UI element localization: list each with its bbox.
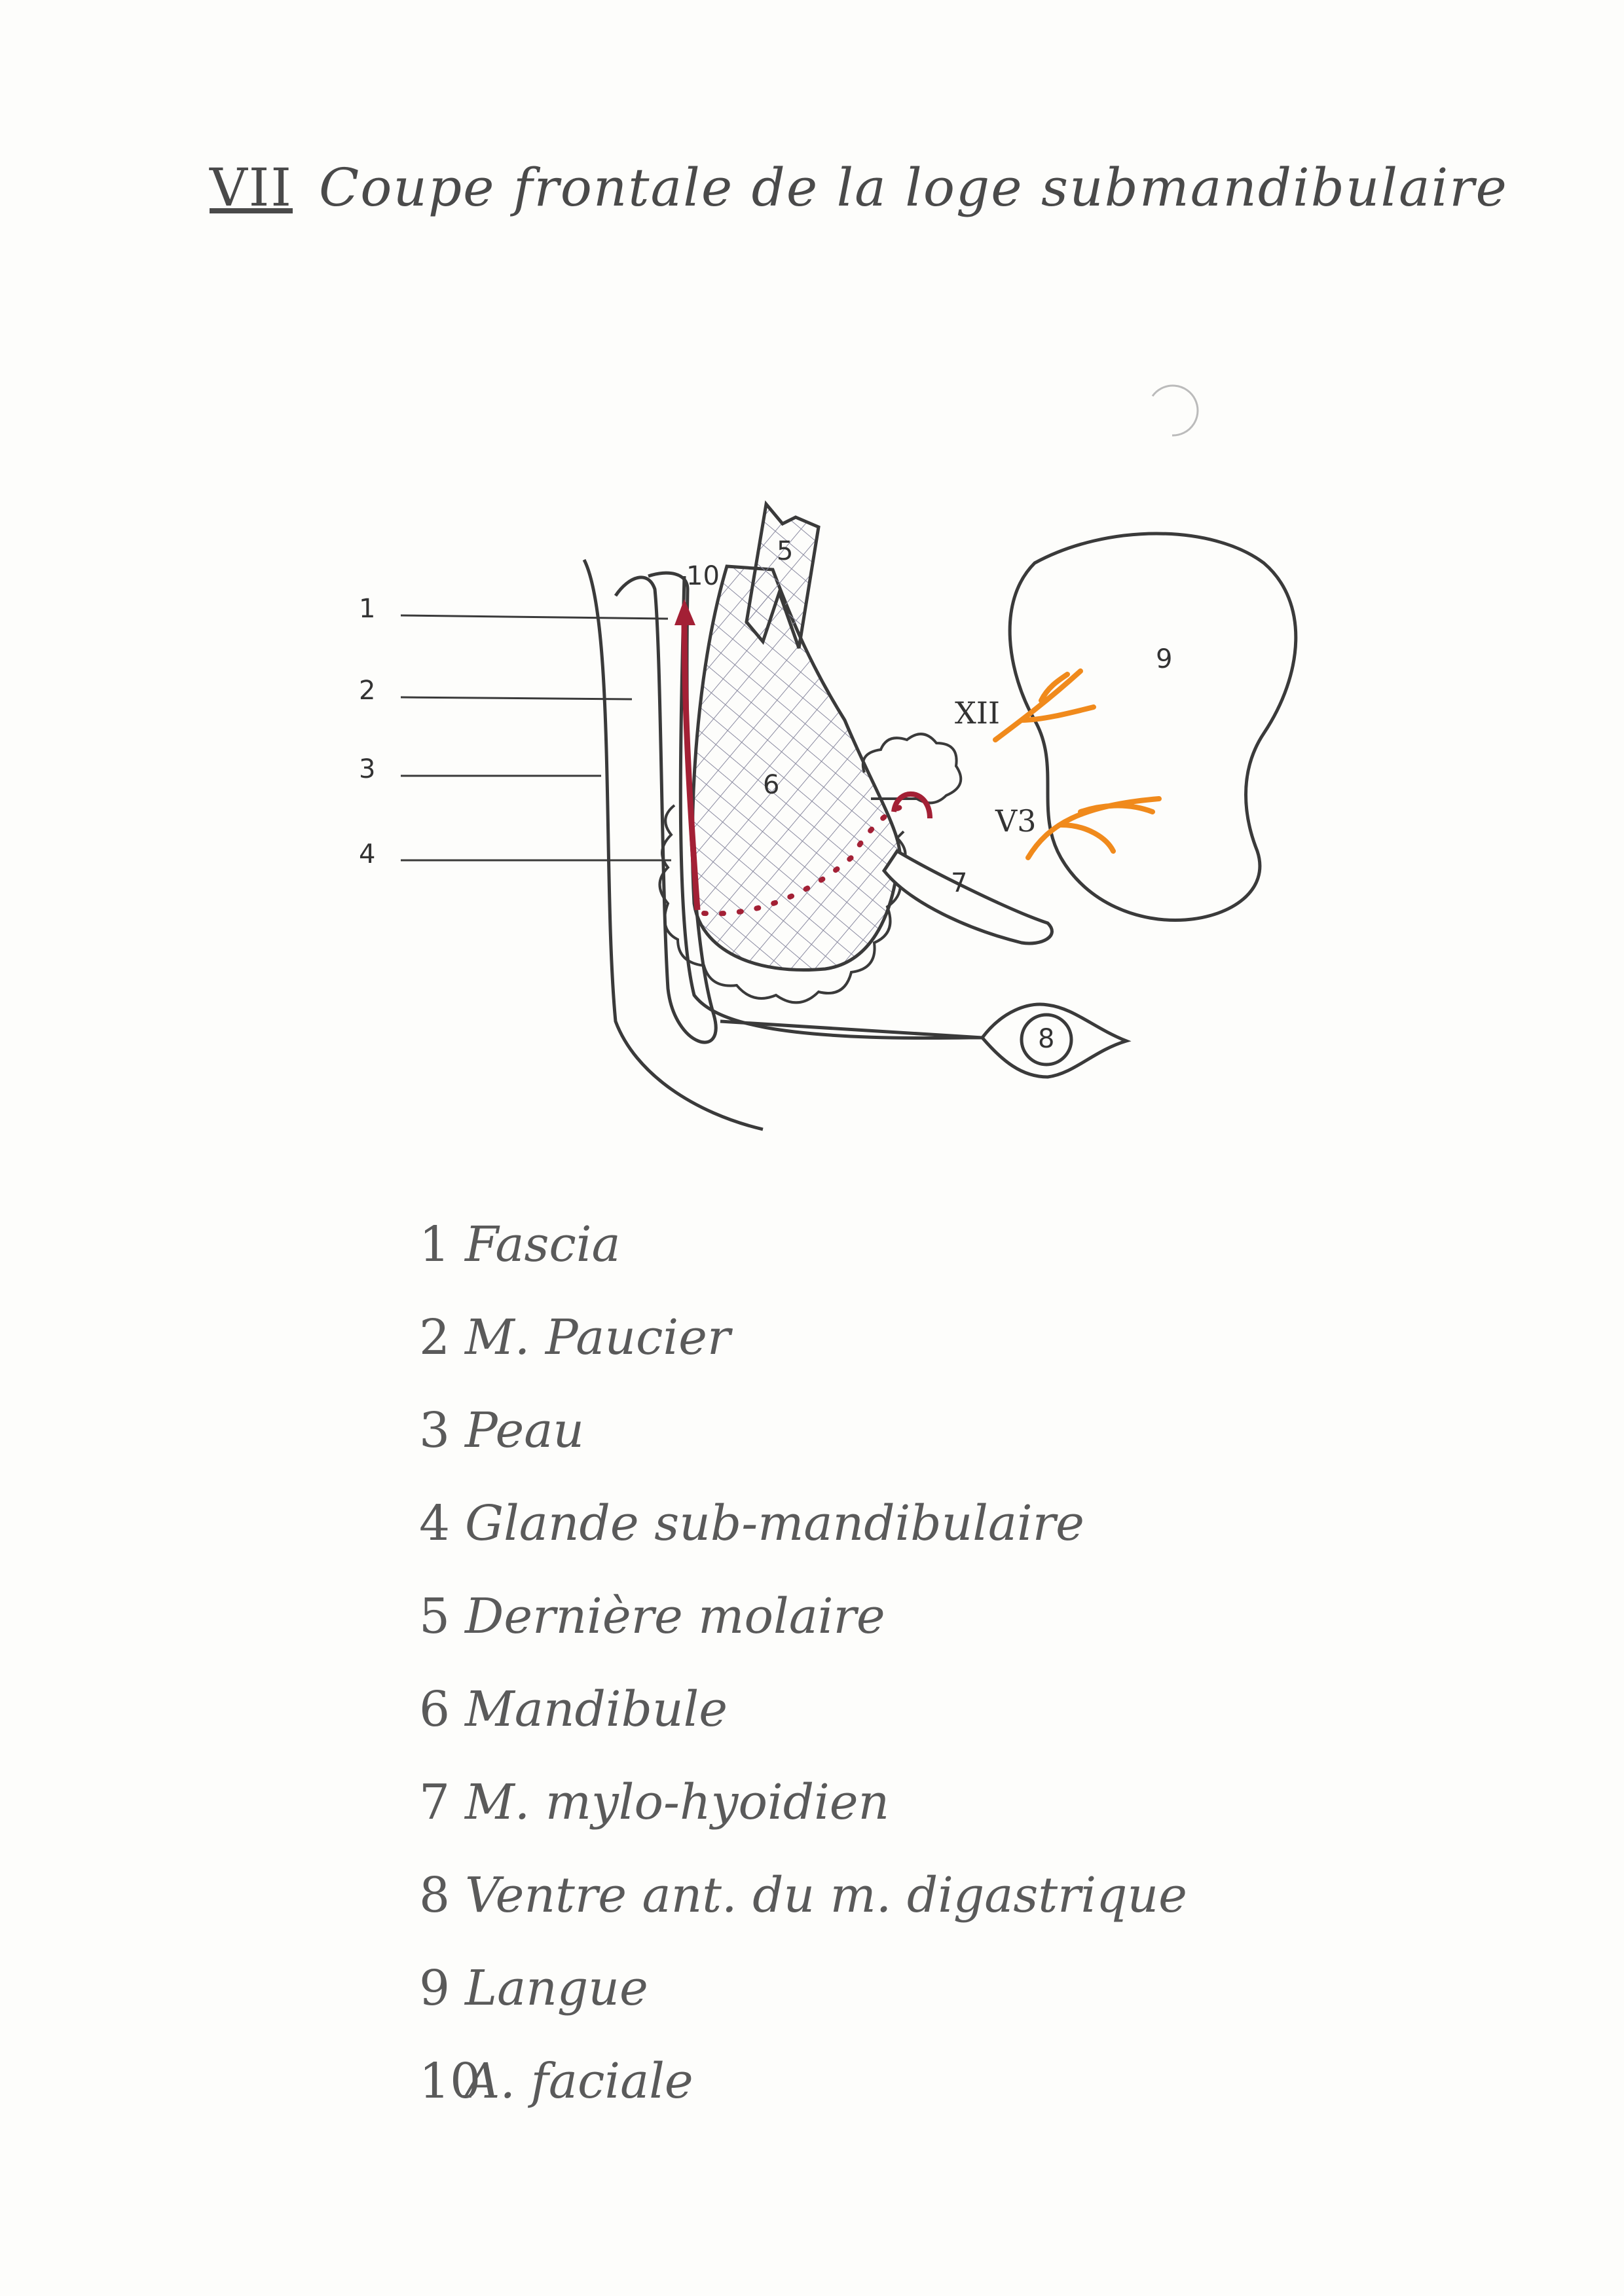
callout-2: 2 <box>359 676 375 706</box>
callout-4: 4 <box>359 839 375 869</box>
label-9: 9 <box>1156 644 1172 674</box>
label-7: 7 <box>951 868 967 898</box>
label-5: 5 <box>777 536 793 566</box>
page-title: VII Coupe frontale de la loge submandibul… <box>210 157 1508 218</box>
mandible <box>690 564 902 972</box>
title-text: Coupe frontale de la loge submandibulair… <box>318 157 1508 218</box>
callout-1: 1 <box>359 594 375 624</box>
lingual-nerve-v3 <box>1025 796 1162 860</box>
label-xii: XII <box>955 695 1000 731</box>
anatomy-diagram: 1 2 3 4 5 6 7 8 9 10 XII V3 <box>359 384 1298 1131</box>
last-molar <box>745 500 821 649</box>
label-v3: V3 <box>995 803 1037 839</box>
legend-item: 10A. faciale <box>419 2053 693 2109</box>
title-number: VII <box>210 157 293 218</box>
label-8: 8 <box>1038 1024 1054 1054</box>
skin-layer <box>582 558 764 1131</box>
mylohyoid-muscle <box>881 848 1054 945</box>
pencil-mark <box>1151 384 1199 437</box>
digastric-ring <box>1020 1013 1073 1066</box>
fascia-layer <box>678 575 989 1040</box>
tongue <box>1008 532 1298 922</box>
callout-line-2 <box>400 696 633 701</box>
facial-artery <box>681 615 701 911</box>
label-10: 10 <box>686 561 720 591</box>
hypoglossal-nerve <box>993 668 1096 742</box>
callout-line-1 <box>400 614 669 620</box>
submandibular-gland <box>658 804 907 1004</box>
gland-lobule <box>861 733 963 805</box>
artery-arrowhead <box>674 599 695 625</box>
callout-3: 3 <box>359 754 375 784</box>
fascia-floor <box>720 1019 983 1040</box>
artery-loop <box>891 792 932 819</box>
label-6: 6 <box>763 770 779 800</box>
